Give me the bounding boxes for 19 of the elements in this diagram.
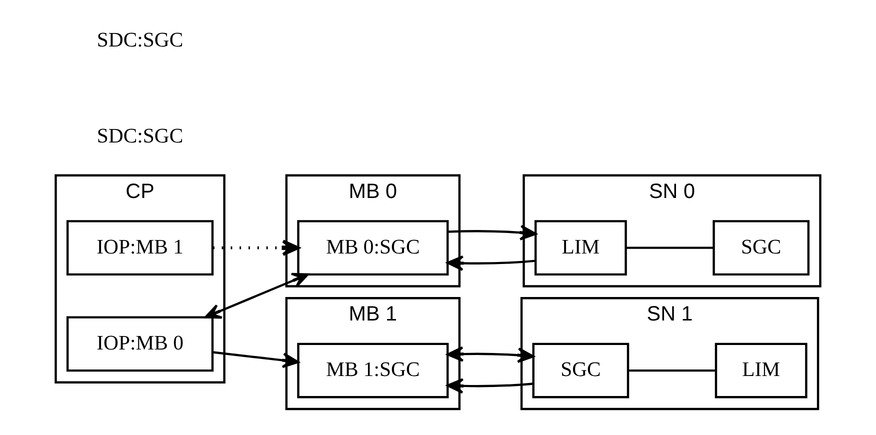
arrow [446,255,536,271]
node-box: LIM [534,220,627,276]
connector [626,246,714,249]
node-box: MB 0:SGC [297,220,449,276]
node-box: SGC [712,220,810,276]
arrow [446,378,534,394]
node-box: IOP:MB 1 [66,220,214,276]
arrow [446,346,534,363]
arrow [212,351,300,368]
node-box: MB 1:SGC [297,342,449,398]
arrow [448,224,537,240]
node-box: IOP:MB 0 [66,316,214,372]
node-box: LIM [714,342,808,398]
arrow [213,240,300,256]
node-box: SGC [532,342,630,398]
connector [628,369,716,372]
label: SDC:SGC [96,29,184,52]
arrow [204,272,309,319]
label: SDC:SGC [96,125,184,148]
